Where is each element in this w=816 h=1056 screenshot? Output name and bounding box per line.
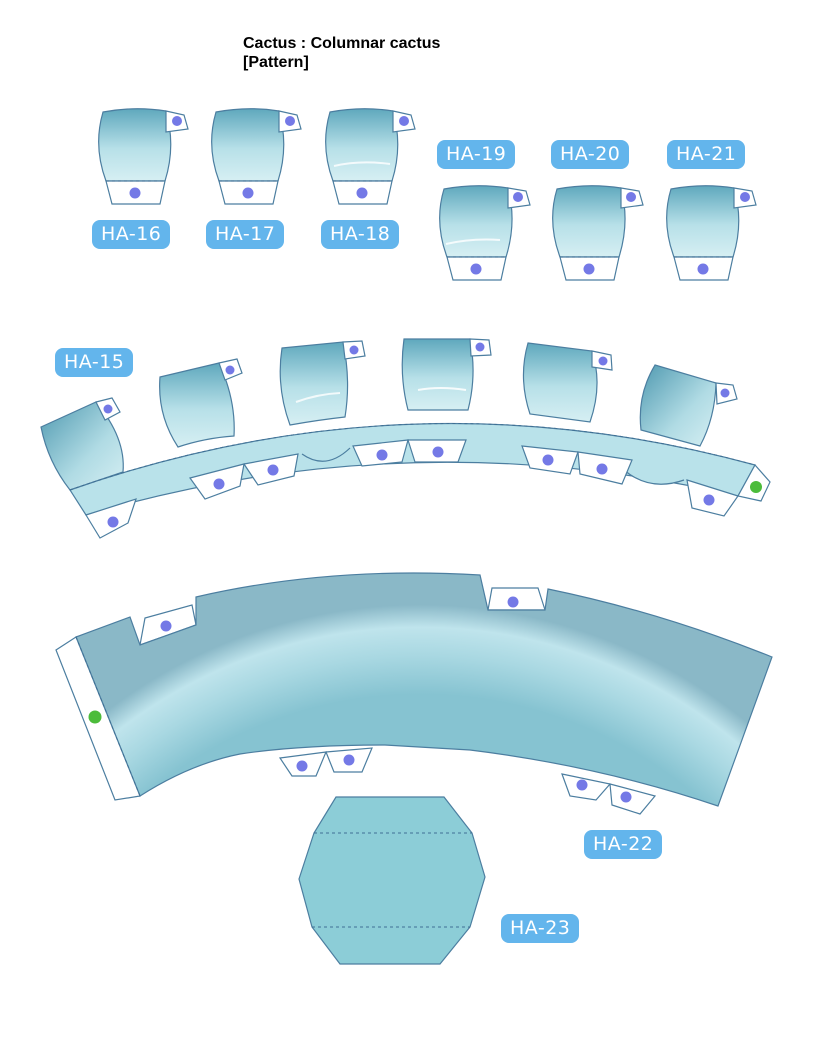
piece-ha-17	[211, 108, 302, 205]
label-ha-20: HA-20	[551, 140, 630, 169]
piece-ha-22	[55, 572, 773, 815]
label-ha-23: HA-23	[501, 914, 580, 943]
title-line-2: [Pattern]	[243, 54, 309, 71]
label-ha-17: HA-17	[206, 220, 285, 249]
label-ha-19: HA-19	[437, 140, 516, 169]
title-line-1: Cactus : Columnar cactus	[243, 35, 441, 52]
piece-ha-23	[298, 796, 486, 965]
piece-ha-20	[552, 185, 644, 281]
piece-ha-15	[40, 338, 771, 539]
label-ha-16: HA-16	[92, 220, 171, 249]
sheet-title: Cactus : Columnar cactus [Pattern]	[243, 34, 440, 72]
label-ha-15: HA-15	[55, 348, 134, 377]
piece-ha-21	[666, 185, 757, 281]
label-ha-21: HA-21	[667, 140, 746, 169]
label-ha-18: HA-18	[321, 220, 400, 249]
piece-ha-16	[98, 108, 189, 205]
piece-ha-18	[325, 108, 416, 205]
piece-ha-19	[439, 185, 531, 281]
label-ha-22: HA-22	[584, 830, 663, 859]
